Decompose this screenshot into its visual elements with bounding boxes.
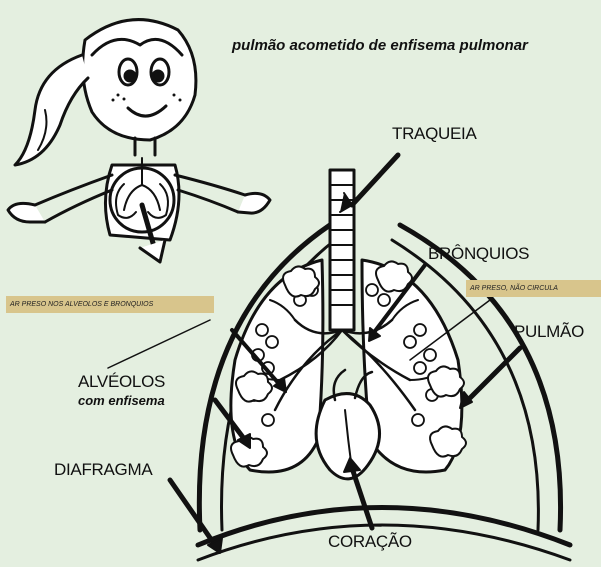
label-pulmao: PULMÃO xyxy=(514,322,584,342)
label-alveolos-sub: com enfisema xyxy=(78,393,165,408)
tag-ar-preso-nao-circula: AR PRESO, NÃO CIRCULA xyxy=(466,280,601,297)
girl-illustration xyxy=(8,20,270,262)
label-alveolos: ALVÉOLOS xyxy=(78,372,165,392)
diagram-title: pulmão acometido de enfisema pulmonar xyxy=(232,37,528,54)
label-bronquios: BRÔNQUIOS xyxy=(428,244,529,264)
label-diafragma: DIAFRAGMA xyxy=(54,460,152,480)
lung-diagram xyxy=(198,170,570,560)
tag-ar-preso-alveolos: AR PRESO NOS ALVEOLOS E BRONQUIOS xyxy=(6,296,214,313)
label-coracao: CORAÇÃO xyxy=(328,532,412,552)
label-traqueia: TRAQUEIA xyxy=(392,124,477,144)
